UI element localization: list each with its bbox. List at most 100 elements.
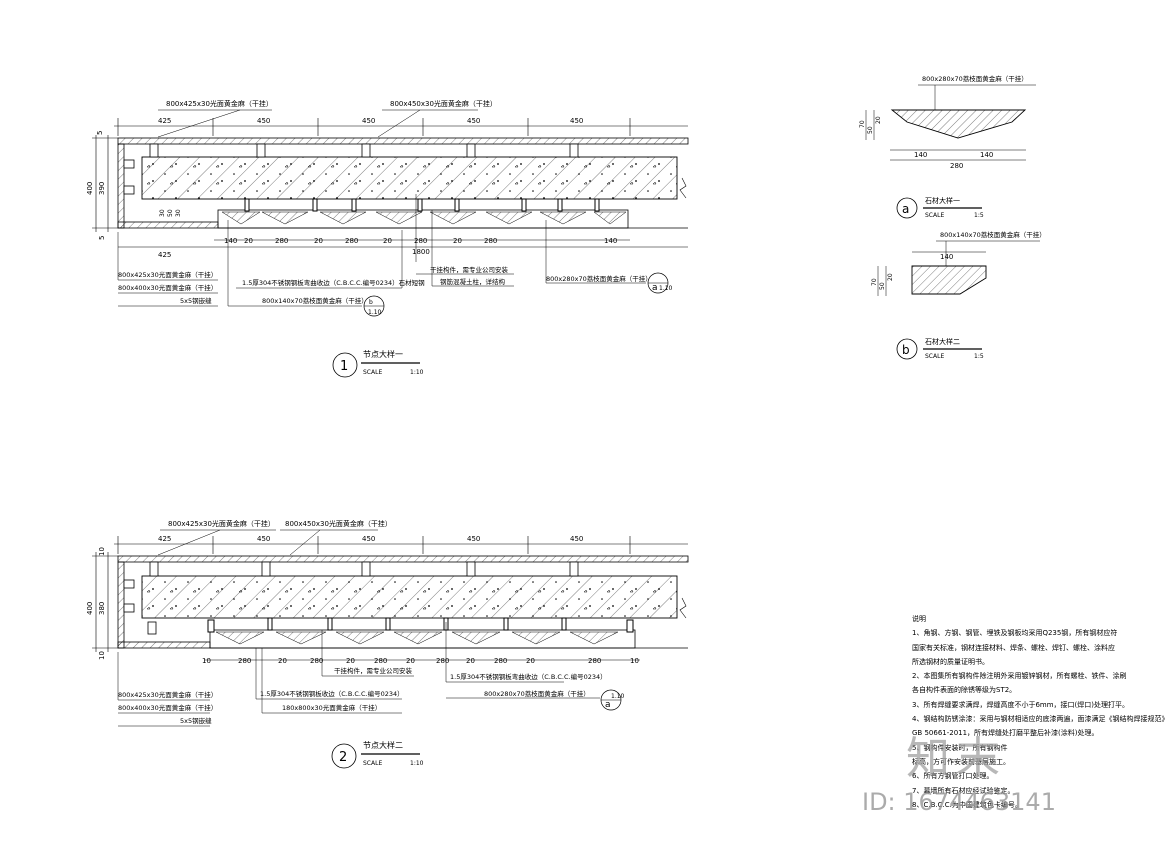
- s2-ldim-20: 20: [887, 273, 894, 281]
- d2-bdim-7: 280: [436, 657, 449, 665]
- d2-ref-a-circle: a 1.10: [600, 689, 625, 711]
- d2-bdim-10: 20: [526, 657, 535, 665]
- d1-bottom-stone-row: [217, 198, 629, 229]
- d1-side-label-1: 800x425x30光面黄金麻（干挂）: [118, 270, 217, 279]
- notes-line: 标高，方可作安装前基层施工。: [912, 757, 1010, 766]
- s1-ldim-50: 50: [867, 126, 874, 134]
- d1-side-label-2: 800x400x30光面黄金麻（干挂）: [118, 283, 217, 292]
- d2-ldim-10: 10: [98, 547, 106, 556]
- d1-ldim-5: 5: [96, 131, 104, 135]
- d2-bdim-9: 280: [494, 657, 507, 665]
- d2-leader-stone: 180x800x30光面黄金麻（干挂）: [282, 703, 381, 712]
- svg-text:b: b: [902, 343, 910, 357]
- d2-bdim-12: 10: [630, 657, 639, 665]
- svg-text:a: a: [902, 202, 909, 216]
- d1-dim-425-bottom: 425: [158, 251, 171, 259]
- d1-ref-b-circle: b 1.10: [363, 295, 385, 317]
- svg-text:b: b: [369, 299, 373, 306]
- d1-dim-450c: 450: [467, 117, 480, 125]
- svg-text:1:5: 1:5: [974, 212, 984, 219]
- d1-leader-steel: 1.5厚304不锈钢钢板弯曲收边（C.B.C.C.编号0234）石材短钢: [242, 278, 425, 287]
- d1-dim-425: 425: [158, 117, 171, 125]
- d1-side-label-3: 5x5钢嵌缝: [180, 296, 212, 305]
- d2-break-line: [679, 597, 687, 619]
- d2-dim-450d: 450: [570, 535, 583, 543]
- svg-text:SCALE: SCALE: [363, 760, 382, 767]
- s1-bdim-280: 280: [950, 162, 963, 170]
- d2-leaders: [117, 622, 600, 727]
- d2-bottom-stone-row: [207, 617, 636, 649]
- d2-bdim-8: 20: [466, 657, 475, 665]
- d1-top-label-2: 800x450x30光面黄金麻（干挂）: [390, 99, 497, 108]
- svg-text:SCALE: SCALE: [925, 212, 944, 219]
- stone-detail-1: 800x280x70荔枝面黄金麻（干挂） 70 50 20 140 140 28…: [859, 74, 1036, 219]
- d1-dim-450d: 450: [570, 117, 583, 125]
- d2-dim-425: 425: [158, 535, 171, 543]
- d2-dim-450c: 450: [467, 535, 480, 543]
- svg-text:1.10: 1.10: [611, 693, 625, 700]
- svg-text:1.10: 1.10: [659, 285, 673, 292]
- d1-leader-bracket: 干挂构件，需专业公司安装: [430, 265, 509, 274]
- d2-bdim-11: 280: [588, 657, 601, 665]
- watermark-id: ID: 1674463141: [862, 788, 1056, 816]
- d2-bottom-dimension: 10 280 20 280 20 280 20 280 20 280 20 28…: [202, 657, 640, 665]
- notes-panel: 说明 1、角钢、方钢、钢管、埋铁及钢板均采用Q235钢，所有钢材应符 国家有关标…: [912, 612, 1168, 812]
- svg-text:a: a: [605, 700, 611, 710]
- s1-ldim-20: 20: [875, 116, 882, 124]
- s1-ldim-70: 70: [859, 120, 866, 128]
- notes-line: GB 50661-2011，所有焊缝处打磨平整后补漆(涂料)处理。: [912, 729, 1099, 738]
- svg-text:1:5: 1:5: [974, 353, 984, 360]
- d2-dim-450b: 450: [362, 535, 375, 543]
- s2-ldim-50: 50: [879, 282, 886, 290]
- d1-dim-450a: 450: [257, 117, 270, 125]
- d1-ldim-30: 30: [159, 209, 166, 217]
- d1-leader-stone-far: 800x280x70荔枝面黄金麻（干挂）: [546, 274, 652, 283]
- s2-stone-profile: [911, 265, 987, 295]
- d1-bdim-6: 280: [414, 237, 427, 245]
- d2-leader-steel-2: 1.5厚304不锈钢钢板弯曲收边（C.B.C.C.编号0234）: [450, 672, 607, 681]
- svg-text:节点大样二: 节点大样二: [363, 740, 403, 750]
- d2-top-stone: [117, 555, 689, 563]
- d2-side-label-3: 5x5钢嵌缝: [180, 716, 212, 725]
- svg-text:2: 2: [339, 750, 347, 765]
- notes-line: 各自构件表面的除锈等级为ST2。: [912, 686, 1017, 695]
- notes-line: 8、C.B.C.C.为中国建筑色卡编号。: [912, 800, 1022, 809]
- d1-bdim-4: 280: [345, 237, 358, 245]
- d1-bdim-9: 140: [604, 237, 617, 245]
- notes-line: 所选钢材的质量证明书。: [912, 657, 989, 666]
- s2-dim-140: 140: [940, 253, 953, 261]
- d1-leader-column: 钢筋混凝土柱，详结构: [440, 277, 506, 286]
- d1-bdim-0: 140: [224, 237, 237, 245]
- svg-text:石材大样二: 石材大样二: [925, 337, 960, 346]
- d1-ldim-50: 50: [167, 209, 174, 217]
- d2-top-label-2: 800x450x30光面黄金麻（干挂）: [285, 519, 392, 528]
- d1-dim-450b: 450: [362, 117, 375, 125]
- detail-2: 800x425x30光面黄金麻（干挂） 800x450x30光面黄金麻（干挂） …: [86, 519, 689, 769]
- d1-ldim-5b: 5: [98, 236, 106, 240]
- drawing-canvas: 800x425x30光面黄金麻（干挂） 800x450x30光面黄金麻（干挂） …: [86, 74, 1046, 769]
- d1-top-stone: [117, 137, 689, 145]
- d1-bdim-7: 20: [453, 237, 462, 245]
- d1-left-stone: [117, 143, 125, 229]
- d1-leaders: [117, 194, 646, 307]
- s2-title-block: b 石材大样二 SCALE 1:5: [896, 337, 984, 360]
- d2-leader-steel: 1.5厚304不锈钢钢板收边（C.B.C.C.编号0234）: [260, 689, 404, 698]
- svg-text:节点大样一: 节点大样一: [363, 349, 403, 359]
- svg-text:石材大样一: 石材大样一: [925, 196, 960, 205]
- svg-text:SCALE: SCALE: [363, 369, 382, 376]
- svg-text:1.10: 1.10: [368, 309, 382, 316]
- svg-text:a: a: [652, 283, 658, 293]
- d1-bdim-8: 280: [484, 237, 497, 245]
- s1-title-block: a 石材大样一 SCALE 1:5: [896, 196, 984, 219]
- d2-title-block: 2 节点大样二 SCALE 1:10: [331, 740, 424, 769]
- notes-line: 4、钢结构防锈涂漆：采用与钢材相适应的底漆两遍，面漆满足《钢结构焊接规范》: [912, 715, 1168, 724]
- d2-dim-450a: 450: [257, 535, 270, 543]
- d2-ldim-380: 380: [98, 602, 106, 615]
- svg-text:SCALE: SCALE: [925, 353, 944, 360]
- d2-top-brackets: [123, 561, 579, 635]
- s1-bdim-140b: 140: [980, 151, 993, 159]
- s1-bdim-140a: 140: [914, 151, 927, 159]
- d2-left-dimension: 10 380 400 10: [86, 547, 118, 660]
- d1-bottom-stone: [117, 221, 219, 229]
- d2-ldim-10b: 10: [98, 651, 106, 660]
